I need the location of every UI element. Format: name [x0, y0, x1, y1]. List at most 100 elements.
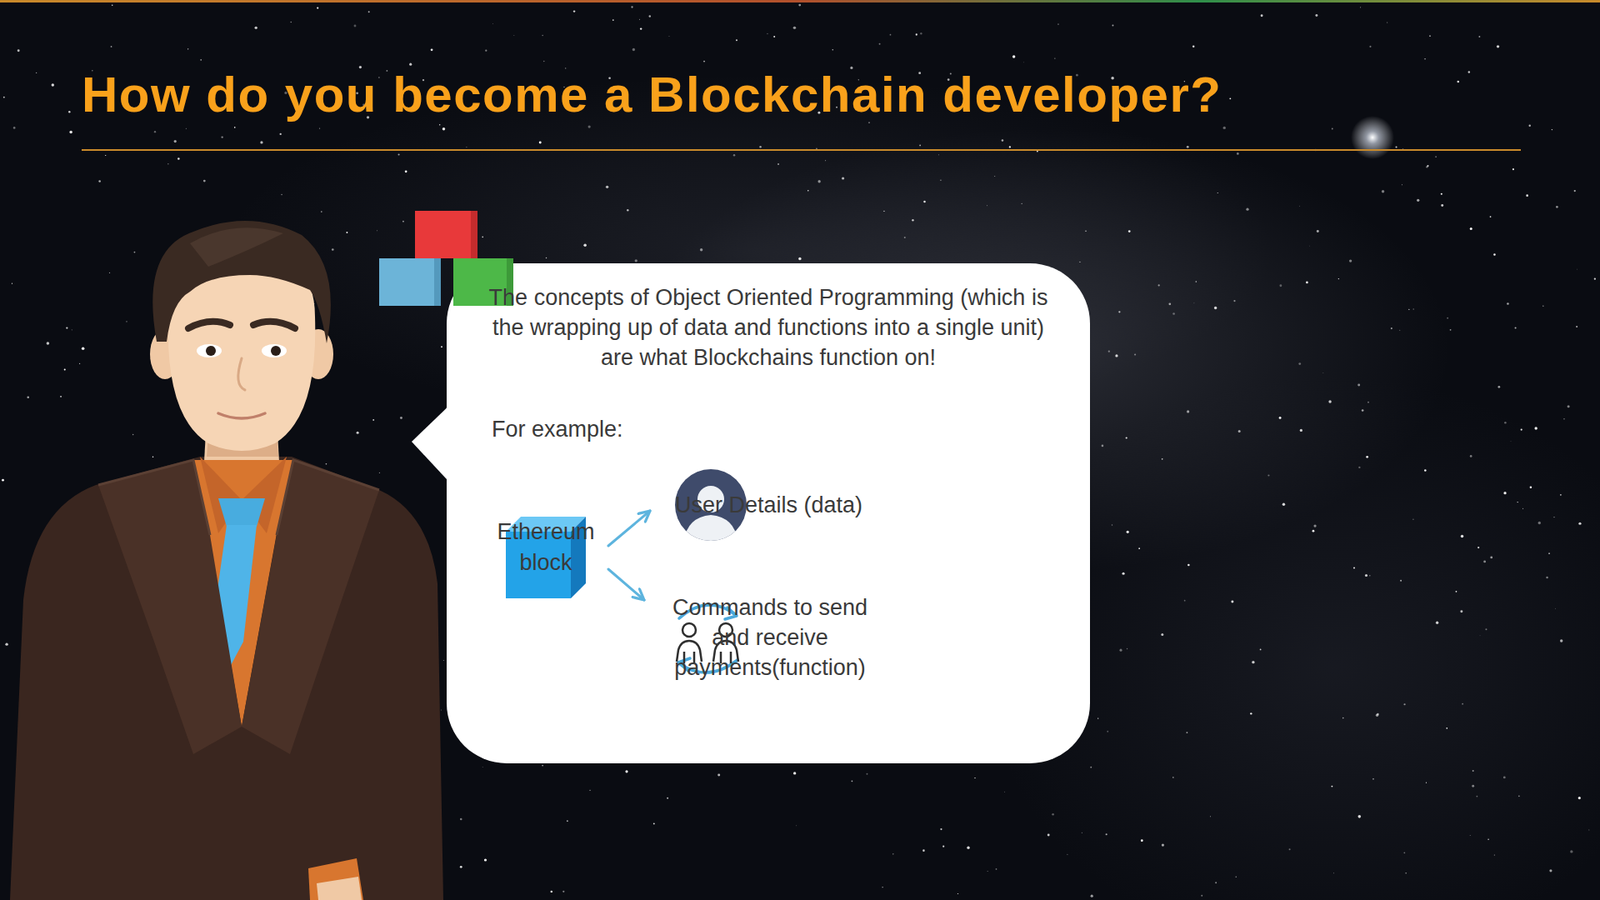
star [1440, 204, 1444, 207]
star [1529, 125, 1531, 127]
star [1570, 850, 1573, 853]
star [798, 4, 801, 7]
star [1160, 633, 1164, 636]
star [1472, 770, 1475, 772]
star [26, 395, 30, 399]
star [440, 709, 442, 711]
mouth [218, 413, 265, 419]
star [5, 642, 8, 645]
star [911, 219, 914, 221]
star [1498, 385, 1501, 389]
star [1456, 80, 1460, 84]
star [1358, 815, 1362, 819]
star [940, 180, 941, 181]
star [203, 180, 206, 183]
speech-bubble [446, 263, 1090, 764]
eyebrow [188, 321, 230, 329]
star [1479, 635, 1481, 637]
star [1522, 508, 1524, 510]
star [1357, 383, 1360, 386]
star [110, 45, 113, 48]
star [1125, 436, 1128, 439]
star [1105, 833, 1108, 835]
star [940, 828, 942, 830]
star [260, 140, 263, 144]
star [1403, 851, 1405, 854]
star [612, 19, 615, 21]
star [1416, 199, 1420, 202]
star [1512, 168, 1515, 170]
star [1021, 203, 1023, 205]
star [154, 130, 156, 133]
star [1549, 869, 1552, 872]
star [1023, 61, 1025, 64]
ethereum-block-node: Ethereum block [483, 516, 609, 599]
star [1230, 600, 1234, 603]
star [1251, 660, 1255, 664]
star [71, 329, 73, 330]
star [1405, 872, 1407, 875]
eye [196, 344, 222, 358]
star [1445, 727, 1448, 730]
star [1313, 524, 1316, 527]
star [1395, 145, 1397, 148]
star [841, 176, 845, 180]
star [60, 395, 62, 398]
star [11, 283, 13, 285]
star [986, 870, 989, 872]
star [152, 456, 155, 459]
star [1214, 306, 1217, 310]
star [1233, 300, 1235, 302]
presenter-figure [10, 220, 444, 900]
star [832, 49, 834, 50]
star [280, 194, 282, 195]
star [368, 10, 370, 13]
star [354, 25, 357, 28]
star [1376, 713, 1379, 715]
star [1375, 714, 1379, 717]
star [1426, 165, 1429, 167]
lapel-edge [98, 460, 210, 535]
star [1386, 21, 1389, 24]
star [1551, 129, 1553, 130]
star [185, 128, 187, 130]
star [583, 244, 587, 248]
star [1012, 55, 1015, 58]
star [539, 141, 542, 145]
star [442, 127, 446, 131]
star [1300, 429, 1303, 432]
star [187, 48, 189, 50]
star [1575, 325, 1578, 328]
star [1503, 776, 1506, 780]
star [200, 59, 202, 61]
star [1412, 308, 1415, 310]
payments-node: Commands to send and receive payments(fu… [644, 596, 755, 679]
star [1128, 230, 1131, 233]
star [1235, 875, 1238, 878]
star [635, 259, 638, 262]
star [1487, 838, 1490, 840]
star [777, 163, 780, 165]
star [766, 33, 768, 35]
star [881, 886, 883, 888]
star [68, 110, 70, 113]
star [625, 770, 628, 773]
star [1470, 455, 1473, 458]
star [1260, 649, 1262, 651]
star [345, 231, 348, 234]
star [220, 135, 223, 138]
star [255, 26, 258, 30]
star [1217, 192, 1219, 194]
star [566, 820, 569, 822]
star [1215, 881, 1217, 884]
star [1390, 327, 1393, 330]
star [640, 27, 642, 30]
connector-arrow [608, 510, 650, 546]
star [105, 155, 106, 156]
star [1424, 58, 1426, 60]
star [484, 858, 487, 861]
star [626, 209, 629, 211]
star [1115, 354, 1118, 357]
star [735, 39, 738, 41]
star [1460, 610, 1463, 613]
